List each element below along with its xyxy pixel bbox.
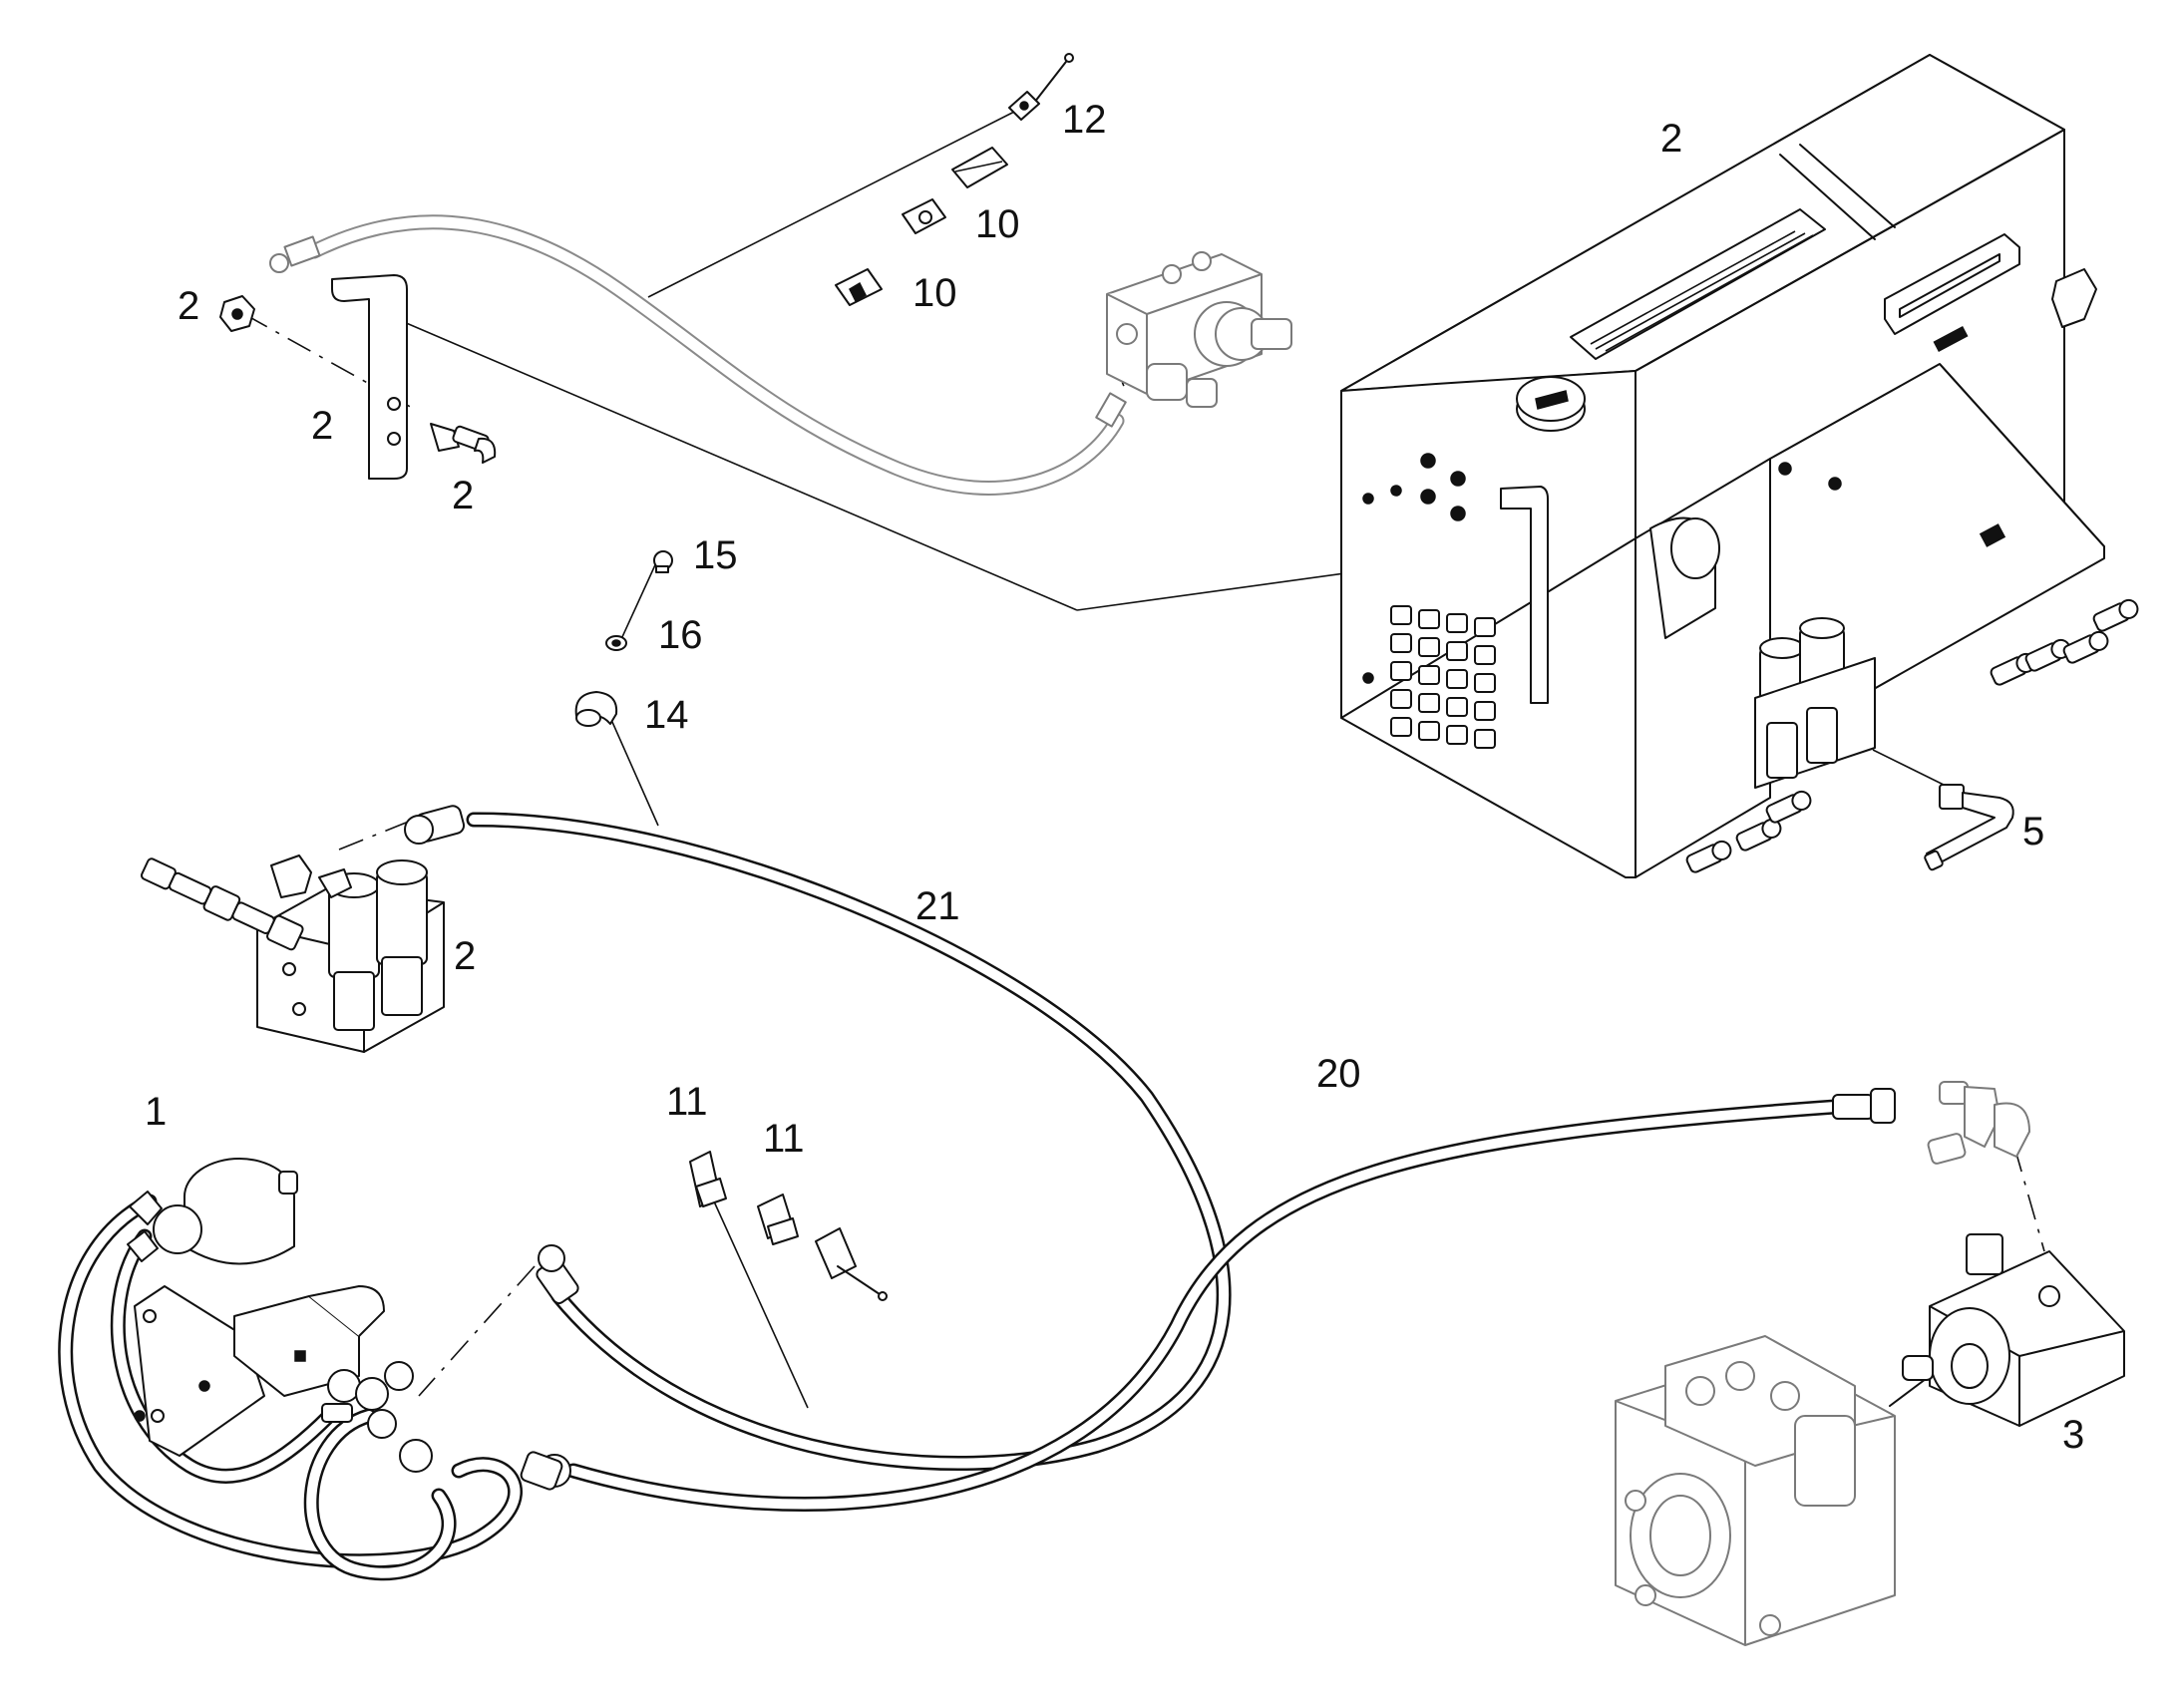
callout-21: 21: [915, 884, 960, 928]
fitting-nut: [219, 295, 255, 332]
callout-3: 3: [2062, 1413, 2084, 1457]
clip-11-lower: [757, 1194, 799, 1245]
hose-21: [404, 805, 1232, 1472]
callout-20: 20: [1316, 1052, 1361, 1096]
tank-front-grid: [1390, 605, 1496, 749]
clamp-10-upper: [902, 198, 946, 234]
callout-2-fitting: 2: [178, 284, 199, 328]
callout-16: 16: [658, 613, 703, 657]
callout-2-elbow: 2: [452, 474, 474, 517]
callout-1: 1: [145, 1090, 167, 1134]
sensor-5: [1924, 784, 2014, 871]
callout-2-tank: 2: [1660, 117, 1682, 161]
clip-11-screw: [815, 1227, 888, 1301]
tank-valves: [1754, 617, 1876, 789]
callout-labels: 12 2 10 10 2 2 2 15 16 14 5 21 2 20 1 11…: [145, 98, 2084, 1457]
callout-5: 5: [2022, 810, 2044, 854]
control-valve-block: [141, 854, 445, 1053]
callout-10-lower: 10: [912, 271, 957, 315]
clip-14: [574, 691, 618, 727]
pump-elbow-fittings: [1927, 1081, 2030, 1165]
clip-11-upper: [689, 1151, 727, 1207]
callout-11-lower: 11: [763, 1117, 805, 1161]
bolt-15: [653, 550, 673, 573]
upper-valve-block: [1106, 251, 1292, 408]
pump-assembly: [1615, 1233, 2125, 1646]
upper-hose: [269, 214, 1127, 496]
callout-15: 15: [693, 533, 738, 577]
leader-lines: [396, 107, 1951, 1409]
callout-2-valve: 2: [454, 934, 476, 978]
hose-20: [520, 1088, 1896, 1513]
clamp-10-lower: [835, 268, 883, 306]
tank-fittings: [1685, 268, 2139, 873]
callout-10-upper: 10: [975, 202, 1020, 246]
tank-assembly: [1340, 54, 2139, 878]
mounting-bracket: [331, 274, 408, 480]
callout-12: 12: [1062, 98, 1107, 142]
pedal-unit-1: [58, 1158, 523, 1581]
callout-14: 14: [644, 693, 689, 737]
clamp-assembly-12: [951, 53, 1074, 188]
elbow-fitting: [430, 423, 497, 464]
callout-11-upper: 11: [666, 1080, 708, 1124]
washer-16: [605, 635, 627, 651]
callout-2-bracket: 2: [311, 404, 333, 448]
